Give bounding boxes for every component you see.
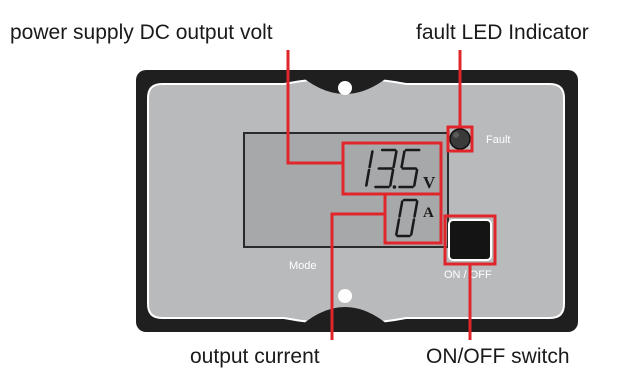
callout-output-current: output current (190, 345, 320, 368)
onoff-button[interactable] (448, 219, 492, 261)
lcd-window (243, 132, 449, 248)
segment-c (410, 218, 416, 236)
mode-label: Mode (289, 260, 317, 272)
segment-c (364, 168, 371, 187)
volt-leader-line (286, 50, 343, 165)
top-mount-hole (338, 81, 352, 95)
current-leader-line (330, 212, 385, 340)
segment-c (388, 168, 395, 187)
segment-f (398, 200, 404, 218)
bottom-mount-hole (338, 289, 352, 303)
voltage-digits (364, 148, 421, 189)
current-digits (395, 198, 419, 238)
callout-dc-output-volt: power supply DC output volt (10, 21, 273, 44)
decimal-point (392, 185, 397, 189)
segment-b (413, 200, 419, 218)
segment-c (412, 168, 419, 187)
current-callout-box (383, 192, 443, 245)
segment-e (395, 218, 401, 236)
bottom-mount-tab (294, 307, 396, 332)
voltage-unit: V (423, 173, 436, 192)
callout-fault-led: fault LED Indicator (416, 21, 589, 44)
fault-led (449, 128, 471, 150)
fault-led-highlight (453, 132, 459, 138)
segment-b (392, 150, 398, 169)
current-unit: A (423, 205, 434, 221)
callout-onoff-switch: ON/OFF switch (426, 345, 570, 368)
segment-f (400, 150, 406, 169)
segment-b (368, 150, 374, 169)
fault-label: Fault (486, 134, 510, 146)
onoff-label: ON / OFF (444, 269, 492, 281)
